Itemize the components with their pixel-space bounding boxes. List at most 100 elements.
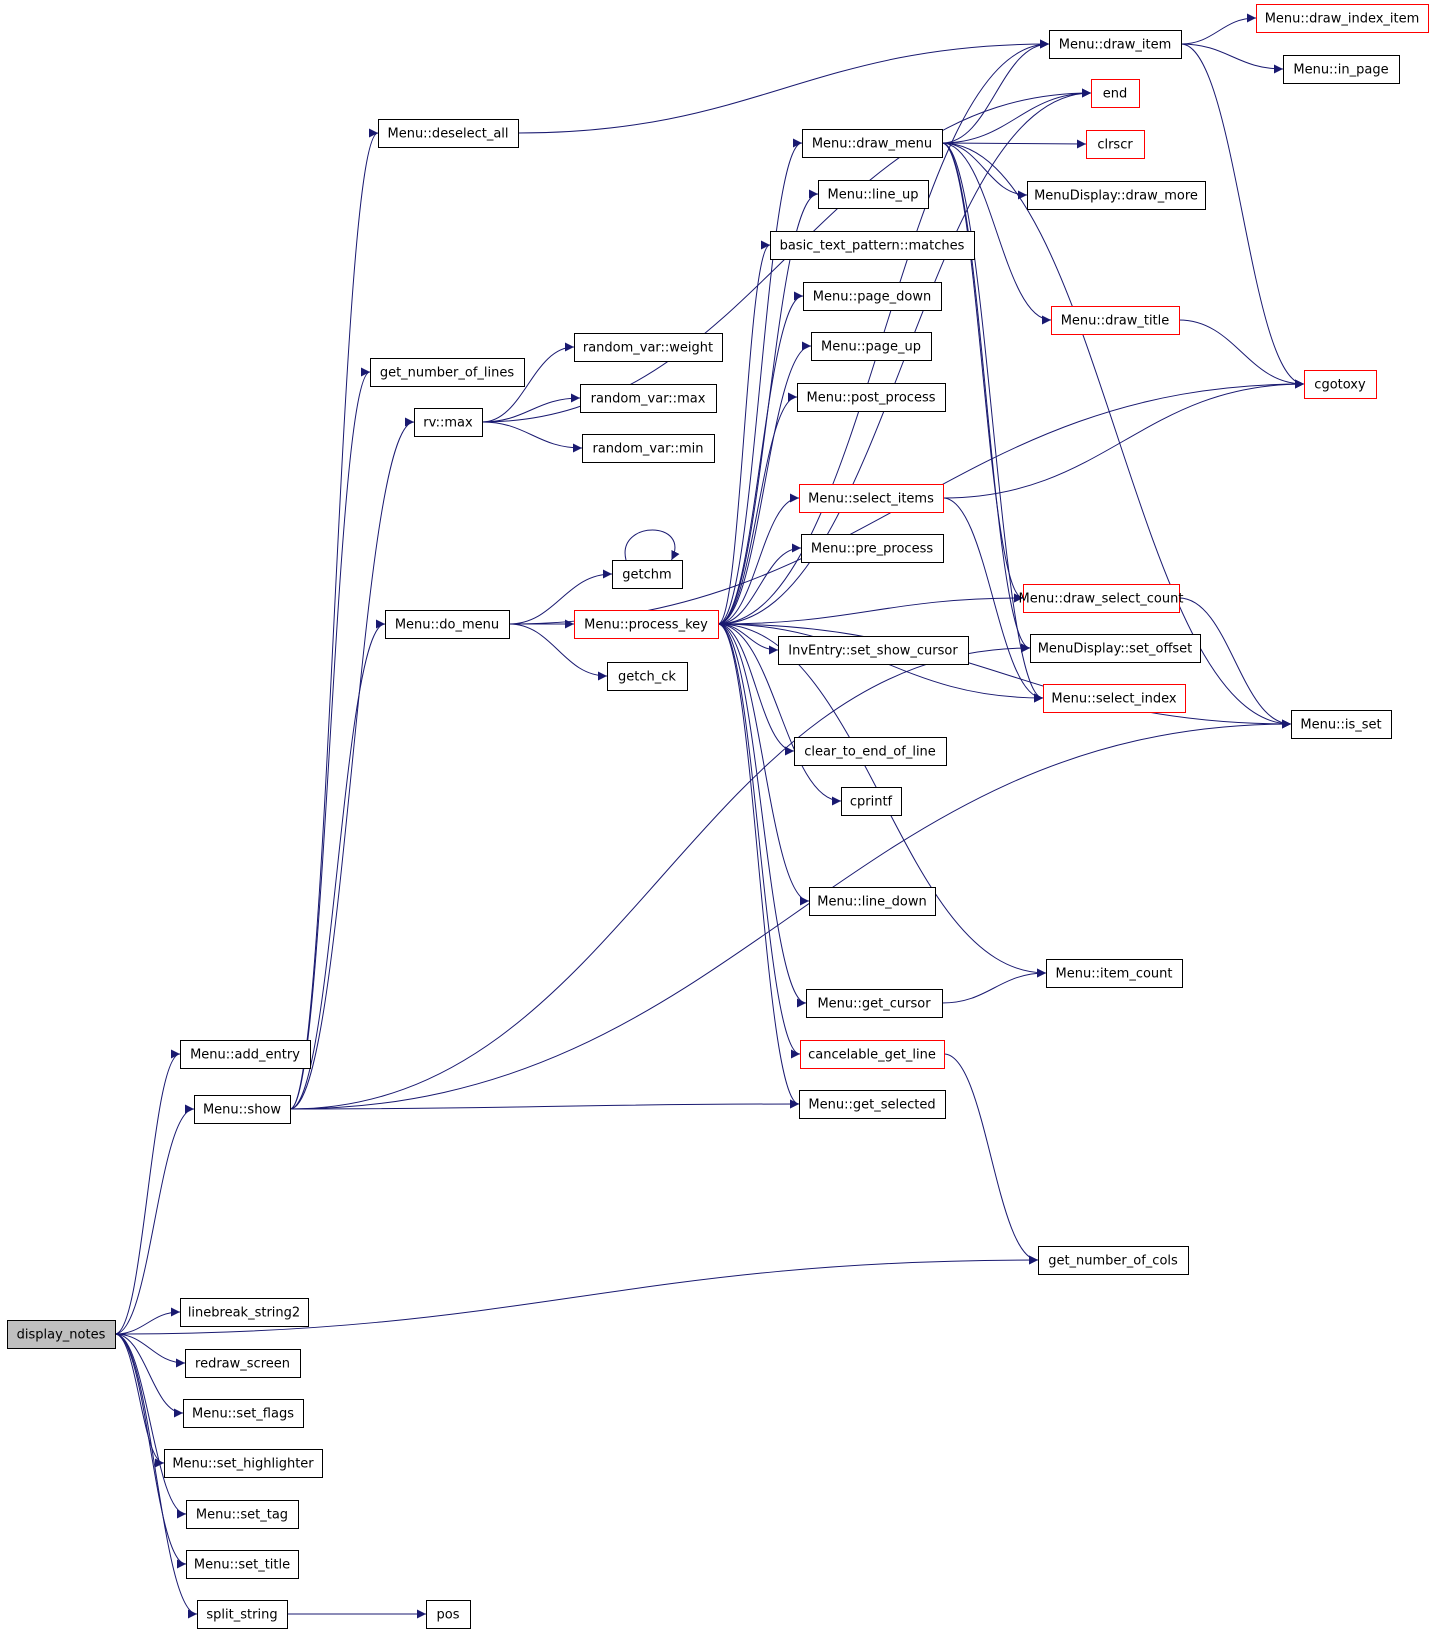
- node-box: [186, 1500, 299, 1529]
- node-display-notes[interactable]: display_notes: [7, 1320, 116, 1349]
- node-box: [426, 1600, 471, 1629]
- node-label: Menu::select_index: [1051, 692, 1176, 707]
- node-matches[interactable]: basic_text_pattern::matches: [770, 231, 975, 260]
- node-label: Menu::set_title: [194, 1558, 290, 1573]
- edge-show-to-deselect_all: [289, 128, 379, 1110]
- node-getchm[interactable]: getchm: [612, 560, 683, 589]
- node-in-page[interactable]: Menu::in_page: [1283, 55, 1400, 84]
- edge-draw_menu-to-select_index: [941, 142, 1044, 703]
- node-getch-ck[interactable]: getch_ck: [607, 662, 688, 691]
- edge-do_menu-to-getchm: [508, 569, 613, 625]
- node-box: [186, 1550, 299, 1579]
- node-do-menu[interactable]: Menu::do_menu: [385, 610, 510, 639]
- node-deselect-all[interactable]: Menu::deselect_all: [378, 119, 519, 148]
- node-get-number-of-cols[interactable]: get_number_of_cols: [1038, 1246, 1189, 1275]
- node-box: [607, 662, 688, 691]
- node-clrscr[interactable]: clrscr: [1086, 130, 1145, 159]
- node-clear-to-end-of-line[interactable]: clear_to_end_of_line: [794, 737, 947, 766]
- edge-select_items-to-cgotoxy: [942, 379, 1305, 499]
- edge-draw_menu-to-clrscr: [941, 139, 1087, 149]
- node-box: [7, 1320, 116, 1349]
- node-set-flags[interactable]: Menu::set_flags: [183, 1399, 304, 1428]
- node-box: [414, 408, 483, 437]
- edge-process_key-to-pre_process: [717, 543, 802, 625]
- node-cprintf[interactable]: cprintf: [841, 787, 902, 816]
- node-label: getchm: [622, 568, 671, 583]
- node-label: redraw_screen: [195, 1357, 290, 1372]
- node-box: [778, 636, 969, 665]
- node-redraw-screen[interactable]: redraw_screen: [185, 1349, 301, 1378]
- node-label: cgotoxy: [1314, 378, 1366, 393]
- node-label: Menu::draw_title: [1061, 314, 1170, 329]
- node-draw-item[interactable]: Menu::draw_item: [1049, 30, 1182, 59]
- node-box: [1283, 55, 1400, 84]
- node-pos[interactable]: pos: [426, 1600, 471, 1629]
- node-label: get_number_of_cols: [1048, 1254, 1178, 1269]
- node-rv-weight[interactable]: random_var::weight: [574, 333, 723, 362]
- node-draw-select-count[interactable]: Menu::draw_select_count: [1019, 584, 1184, 613]
- node-label: MenuDisplay::set_offset: [1038, 642, 1193, 657]
- node-pre-process[interactable]: Menu::pre_process: [801, 534, 944, 563]
- edge-process_key-to-select_items: [717, 493, 800, 625]
- node-label: Menu::item_count: [1056, 967, 1173, 982]
- node-label: clrscr: [1097, 138, 1133, 153]
- node-set-highlighter[interactable]: Menu::set_highlighter: [164, 1449, 323, 1478]
- edge-show-to-set_offset: [289, 643, 1031, 1110]
- edge-process_key-to-cancelable_get_line: [717, 623, 801, 1059]
- node-add-entry[interactable]: Menu::add_entry: [180, 1040, 311, 1069]
- nodes-layer: display_notesMenu::add_entryMenu::showge…: [7, 4, 1429, 1629]
- node-draw-index-item[interactable]: Menu::draw_index_item: [1256, 4, 1429, 33]
- node-cancelable-get-line[interactable]: cancelable_get_line: [800, 1040, 945, 1069]
- node-box: [809, 887, 936, 916]
- node-post-process[interactable]: Menu::post_process: [797, 383, 946, 412]
- node-page-up[interactable]: Menu::page_up: [811, 332, 932, 361]
- node-box: [1049, 30, 1182, 59]
- node-label: random_var::max: [591, 392, 706, 407]
- node-draw-title[interactable]: Menu::draw_title: [1051, 306, 1180, 335]
- node-split-string[interactable]: split_string: [197, 1600, 288, 1629]
- node-box: [1291, 710, 1392, 739]
- edge-draw_title-to-cgotoxy: [1178, 319, 1305, 389]
- node-set-offset[interactable]: MenuDisplay::set_offset: [1030, 634, 1201, 663]
- node-set-tag[interactable]: Menu::set_tag: [186, 1500, 299, 1529]
- node-get-cursor[interactable]: Menu::get_cursor: [806, 989, 943, 1018]
- node-set-show-cursor[interactable]: InvEntry::set_show_cursor: [778, 636, 969, 665]
- node-is-set[interactable]: Menu::is_set: [1291, 710, 1392, 739]
- edge-rv_max-to-rv_min: [481, 421, 583, 453]
- node-linebreak-string2[interactable]: linebreak_string2: [180, 1298, 309, 1327]
- node-box: [1027, 181, 1206, 210]
- edge-show-to-get_number_of_lines: [289, 367, 371, 1110]
- node-label: Menu::get_selected: [808, 1098, 935, 1113]
- node-draw-more[interactable]: MenuDisplay::draw_more: [1027, 181, 1206, 210]
- node-label: Menu::do_menu: [395, 618, 499, 633]
- edge-draw_item-to-cgotoxy: [1180, 43, 1305, 389]
- node-select-index[interactable]: Menu::select_index: [1043, 684, 1186, 713]
- node-box: [183, 1399, 304, 1428]
- edge-getchm-to-getchm: [624, 529, 680, 561]
- node-rv-max[interactable]: rv::max: [414, 408, 483, 437]
- node-box: [806, 989, 943, 1018]
- node-cgotoxy[interactable]: cgotoxy: [1304, 370, 1377, 399]
- edge-process_key-to-set_show_cursor: [717, 623, 779, 655]
- node-get-selected[interactable]: Menu::get_selected: [799, 1090, 946, 1119]
- node-box: [164, 1449, 323, 1478]
- node-end[interactable]: end: [1091, 79, 1140, 108]
- edge-display_notes-to-split_string: [114, 1333, 198, 1619]
- node-label: InvEntry::set_show_cursor: [788, 644, 958, 659]
- node-get-number-of-lines[interactable]: get_number_of_lines: [370, 358, 525, 387]
- node-process-key[interactable]: Menu::process_key: [574, 610, 719, 639]
- node-label: Menu::pre_process: [811, 542, 933, 557]
- node-box: [582, 434, 715, 463]
- node-set-title[interactable]: Menu::set_title: [186, 1550, 299, 1579]
- node-rv-rmax[interactable]: random_var::max: [580, 384, 717, 413]
- node-page-down[interactable]: Menu::page_down: [803, 282, 942, 311]
- edge-draw_item-to-in_page: [1180, 43, 1284, 74]
- node-draw-menu[interactable]: Menu::draw_menu: [802, 129, 943, 158]
- node-select-items[interactable]: Menu::select_items: [799, 484, 944, 513]
- node-line-down[interactable]: Menu::line_down: [809, 887, 936, 916]
- node-item-count[interactable]: Menu::item_count: [1046, 959, 1183, 988]
- node-rv-min[interactable]: random_var::min: [582, 434, 715, 463]
- node-line-up[interactable]: Menu::line_up: [818, 180, 929, 209]
- node-show[interactable]: Menu::show: [194, 1095, 291, 1124]
- edge-display_notes-to-get_number_of_cols: [114, 1255, 1039, 1335]
